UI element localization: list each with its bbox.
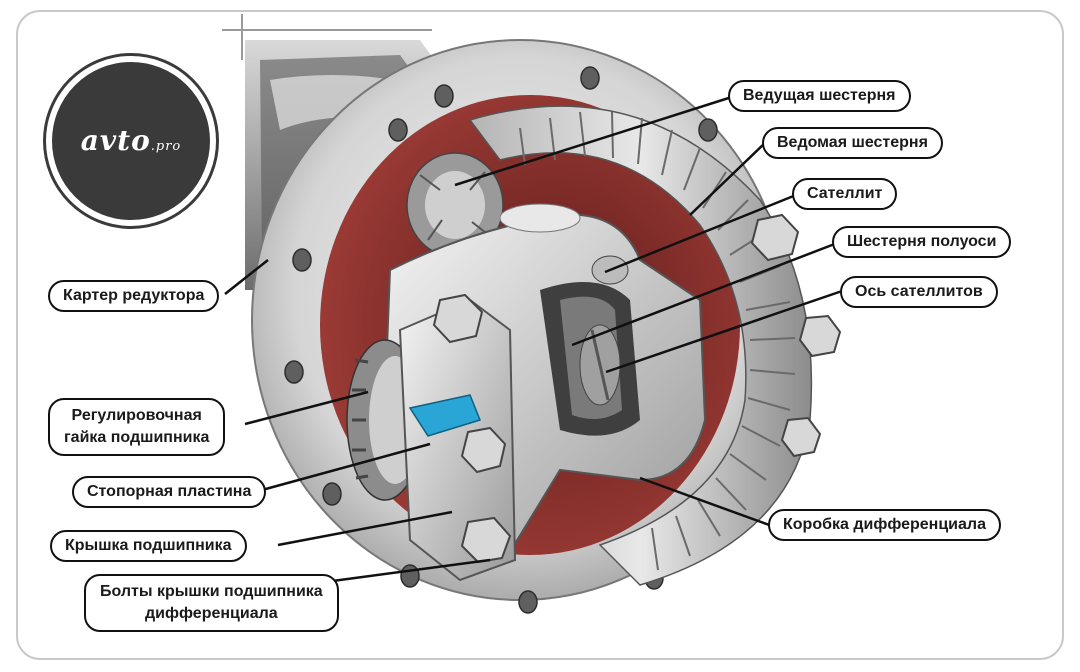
flange-bolt-holes xyxy=(284,66,718,614)
label-cap-bolts: Болты крышки подшипника дифференциала xyxy=(84,574,339,632)
logo-sub-text: .pro xyxy=(150,139,182,154)
label-differential-case: Коробка дифференциала xyxy=(768,509,1001,541)
label-driven-gear: Ведомая шестерня xyxy=(762,127,943,159)
satellite-gears xyxy=(579,255,629,406)
label-cap-bolts-line2: дифференциала xyxy=(145,605,278,622)
label-bearing-nut-line2: гайка подшипника xyxy=(64,429,210,446)
label-satellite-axis: Ось сателлитов xyxy=(840,276,998,308)
label-bearing-nut-line1: Регулировочная xyxy=(71,407,202,424)
logo-main-text: avto xyxy=(80,124,151,157)
label-drive-gear: Ведущая шестерня xyxy=(728,80,911,112)
label-bearing-cap: Крышка подшипника xyxy=(50,530,247,562)
label-cap-bolts-line1: Болты крышки подшипника xyxy=(100,583,323,600)
logo-wordmark: avto.pro xyxy=(52,124,210,157)
drive-pinion-gear xyxy=(406,152,504,258)
label-satellite: Сателлит xyxy=(792,178,898,210)
leader-lines xyxy=(224,94,846,584)
label-axle-gear: Шестерня полуоси xyxy=(832,226,1012,258)
cap-bolts xyxy=(432,213,842,564)
label-reducer-housing: Картер редуктора xyxy=(48,280,220,312)
label-bearing-adjusting-nut: Регулировочная гайка подшипника xyxy=(48,398,226,456)
label-lock-plate: Стопорная пластина xyxy=(72,476,267,508)
lock-plate xyxy=(408,394,481,437)
avto-pro-logo: avto.pro xyxy=(46,56,216,226)
